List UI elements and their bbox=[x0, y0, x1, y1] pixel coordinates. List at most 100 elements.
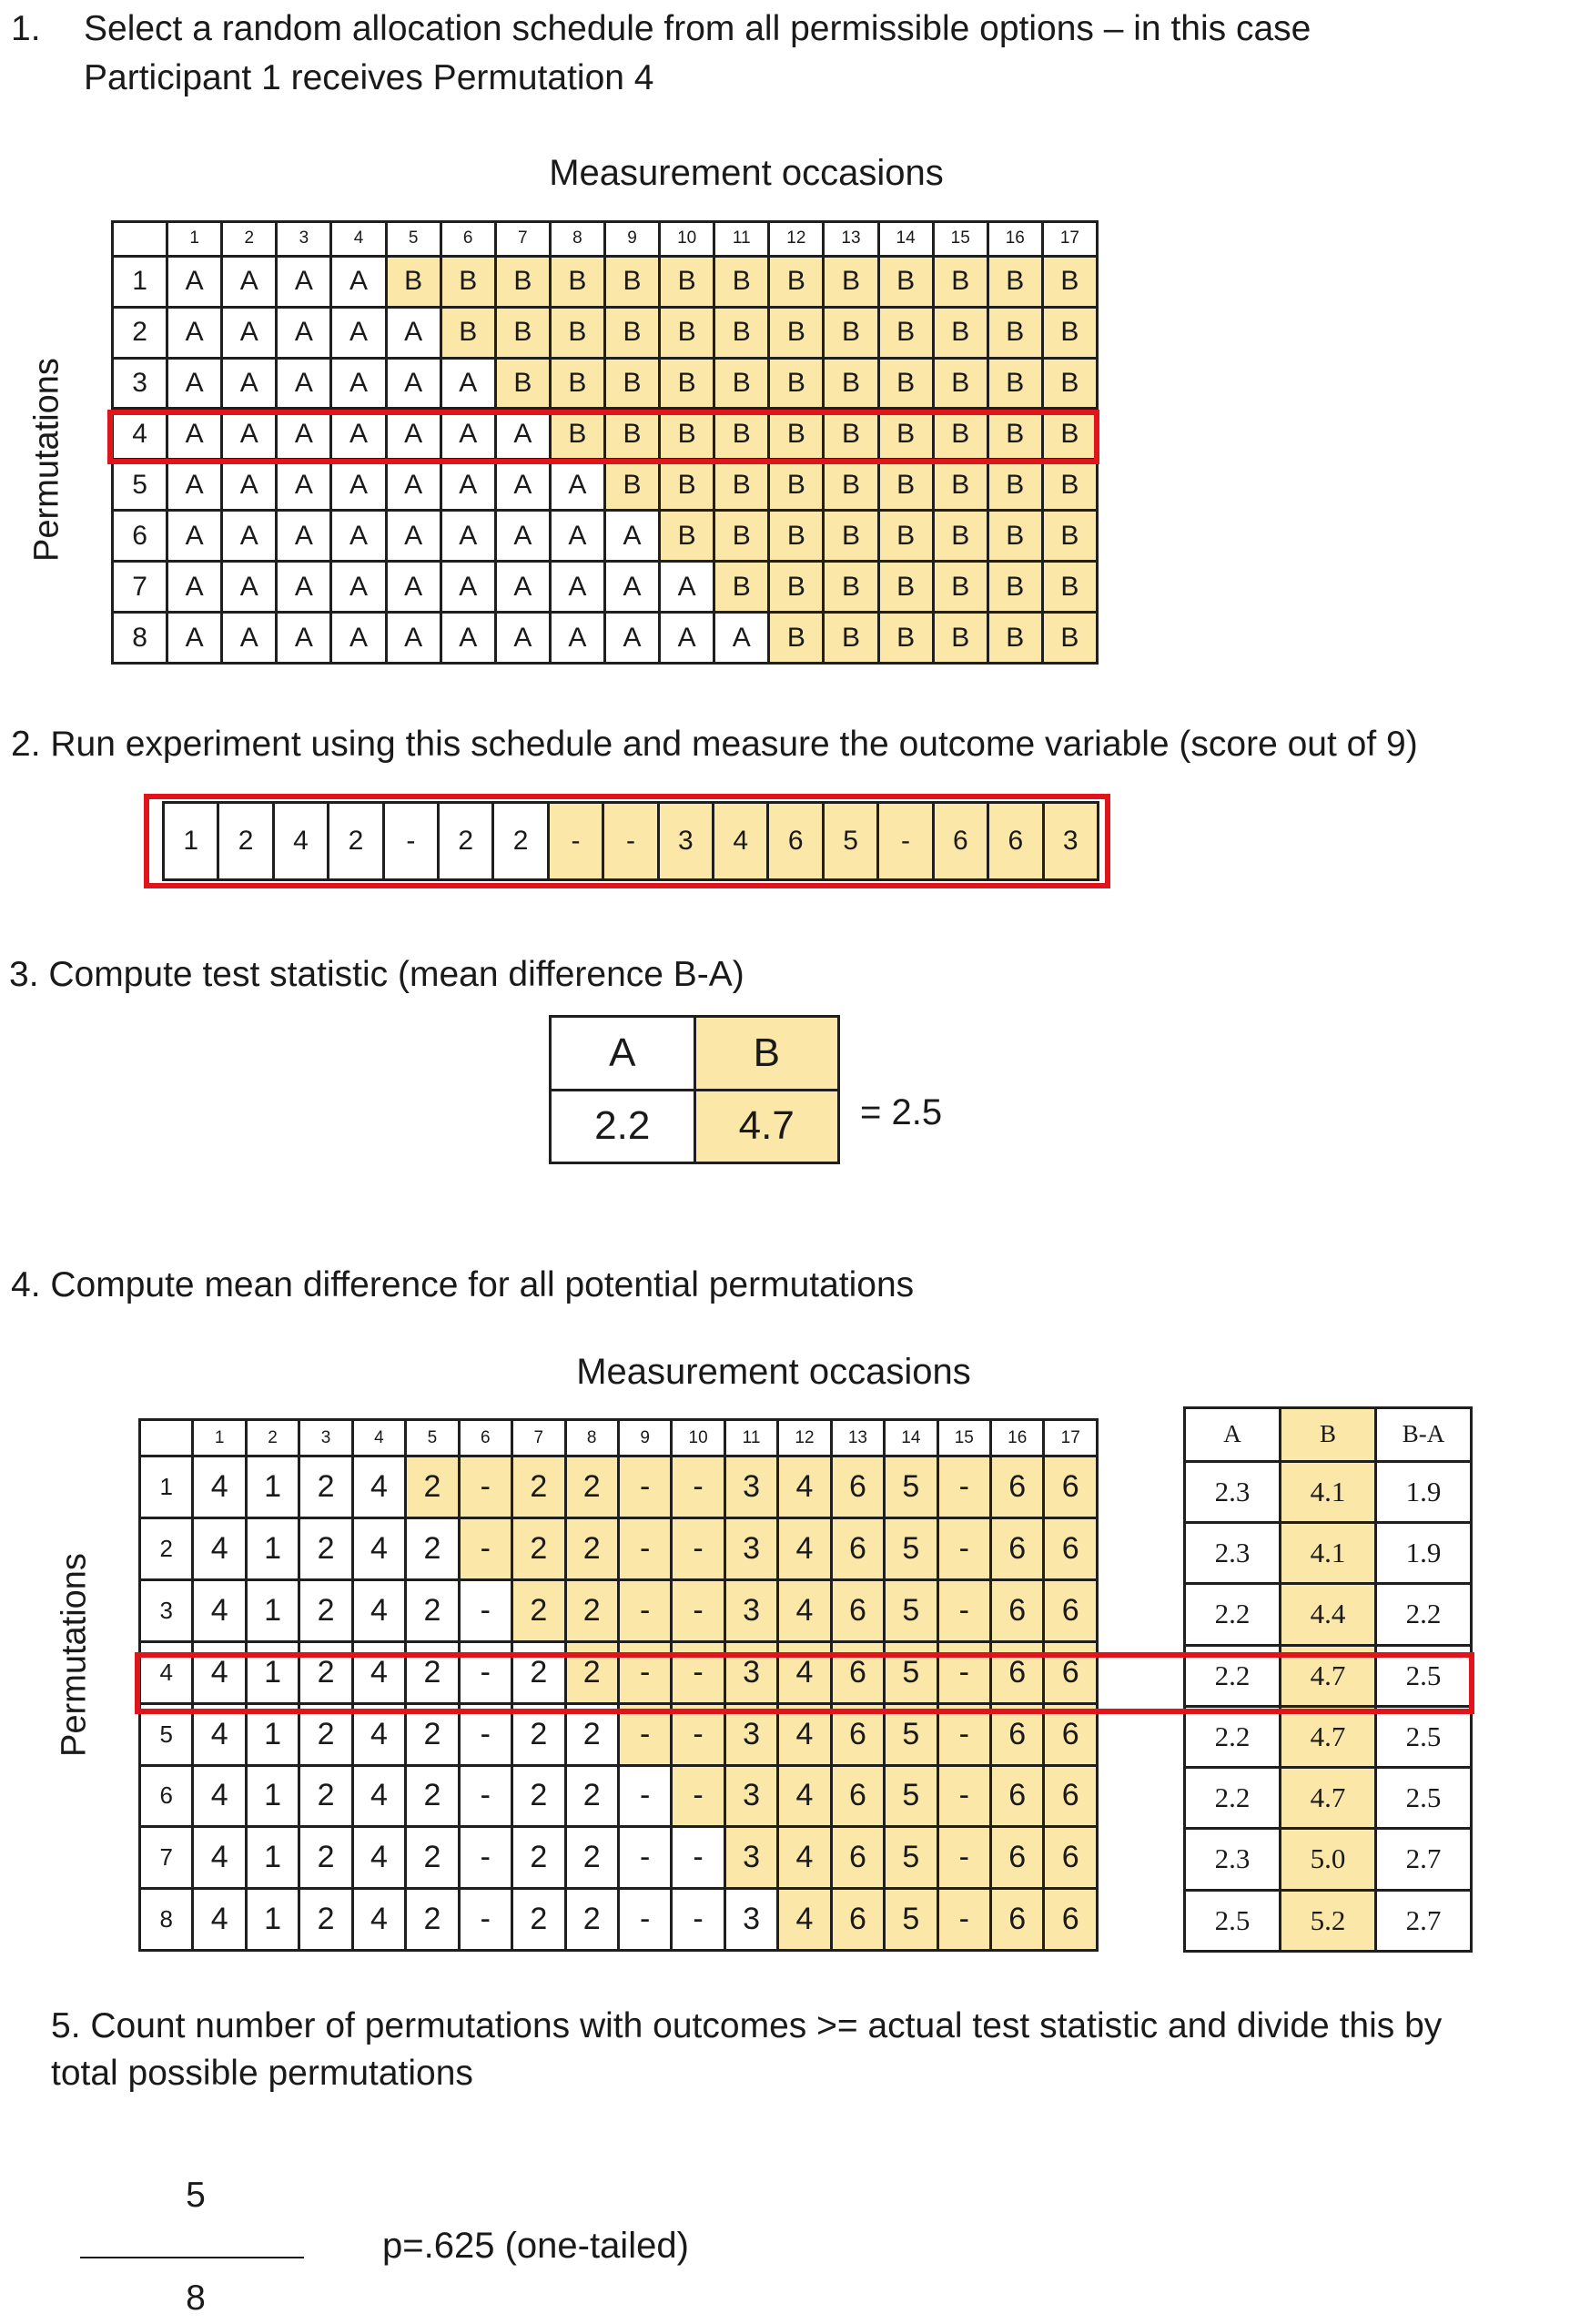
condition-b-cell: B bbox=[493, 356, 552, 411]
score-cell: 6 bbox=[1042, 1887, 1099, 1952]
score-cell: 3 bbox=[723, 1578, 780, 1643]
score-cell: 2 bbox=[404, 1517, 461, 1582]
result-cell: 4.7 bbox=[1279, 1766, 1377, 1831]
score-cell: 4 bbox=[191, 1639, 248, 1705]
condition-a-cell: A bbox=[603, 560, 662, 614]
score-cell: - bbox=[936, 1887, 993, 1952]
condition-a-cell: A bbox=[548, 611, 606, 665]
p-numerator: 5 bbox=[186, 2176, 206, 2215]
score-cell: - bbox=[616, 1639, 673, 1705]
score-cell: - bbox=[616, 1825, 673, 1891]
result-cell: 1.9 bbox=[1374, 1520, 1473, 1586]
mean-b-value: 4.7 bbox=[693, 1088, 840, 1164]
condition-b-cell: B bbox=[986, 560, 1044, 614]
score-cell: - bbox=[457, 1455, 514, 1520]
score-cell: 2 bbox=[511, 1825, 567, 1891]
condition-b-cell: B bbox=[931, 458, 989, 512]
score-cell: 5 bbox=[883, 1763, 939, 1829]
condition-a-cell: A bbox=[329, 254, 388, 309]
condition-a-cell: A bbox=[439, 509, 497, 563]
condition-a-cell: A bbox=[384, 458, 442, 512]
result-cell: 2.2 bbox=[1183, 1766, 1281, 1831]
score-cell: 4 bbox=[350, 1825, 408, 1891]
corner-cell bbox=[137, 1417, 195, 1458]
condition-b-cell: B bbox=[603, 356, 662, 411]
score-cell: - bbox=[670, 1887, 726, 1952]
score-cell: 6 bbox=[988, 1578, 1046, 1643]
condition-b-cell: B bbox=[713, 509, 771, 563]
condition-b-cell: B bbox=[493, 254, 552, 309]
score-cell: 6 bbox=[1042, 1825, 1099, 1891]
permutation-label: 1 bbox=[110, 254, 169, 309]
condition-a-cell: A bbox=[439, 407, 497, 462]
score-cell: - bbox=[670, 1455, 726, 1520]
score-cell: - bbox=[876, 801, 935, 881]
condition-b-cell: B bbox=[1040, 560, 1099, 614]
condition-b-cell: B bbox=[822, 254, 880, 309]
condition-a-cell: A bbox=[166, 611, 224, 665]
score-cell: 4 bbox=[350, 1578, 408, 1643]
score-cell: 2 bbox=[563, 1517, 620, 1582]
score-cell: 1 bbox=[244, 1825, 301, 1891]
score-cell: 2 bbox=[437, 801, 495, 881]
score-cell: 1 bbox=[161, 801, 220, 881]
score-cell: 6 bbox=[829, 1517, 886, 1582]
result-cell: 2.3 bbox=[1183, 1520, 1281, 1586]
condition-b-cell: B bbox=[603, 458, 662, 512]
condition-b-cell: B bbox=[767, 305, 825, 360]
condition-b-cell: B bbox=[767, 560, 825, 614]
condition-a-cell: A bbox=[658, 560, 716, 614]
occasion-header: 16 bbox=[986, 220, 1044, 258]
step-1-text: 1.Select a random allocation schedule fr… bbox=[11, 5, 1311, 53]
condition-a-cell: A bbox=[548, 509, 606, 563]
score-cell: 4 bbox=[350, 1887, 408, 1952]
score-cell: 6 bbox=[829, 1639, 886, 1705]
condition-b-cell: B bbox=[986, 458, 1044, 512]
score-cell: 2 bbox=[563, 1701, 620, 1767]
condition-a-cell: A bbox=[493, 509, 552, 563]
condition-a-cell: A bbox=[493, 560, 552, 614]
score-cell: 2 bbox=[511, 1887, 567, 1952]
score-cell: 3 bbox=[656, 801, 715, 881]
score-cell: 2 bbox=[298, 1455, 354, 1520]
condition-a-cell: A bbox=[603, 611, 662, 665]
condition-a-cell: A bbox=[166, 458, 224, 512]
test-statistic-result: = 2.5 bbox=[860, 1092, 943, 1132]
condition-b-cell: B bbox=[713, 458, 771, 512]
condition-a-cell: A bbox=[658, 611, 716, 665]
score-cell: 6 bbox=[829, 1887, 886, 1952]
condition-a-cell: A bbox=[713, 611, 771, 665]
occasion-header: 8 bbox=[548, 220, 606, 258]
condition-a-cell: A bbox=[548, 458, 606, 512]
condition-b-cell: B bbox=[822, 458, 880, 512]
condition-b-cell: B bbox=[658, 509, 716, 563]
condition-a-cell: A bbox=[493, 458, 552, 512]
condition-b-cell: B bbox=[1040, 305, 1099, 360]
step-4-text: 4. Compute mean difference for all poten… bbox=[11, 1265, 915, 1304]
condition-b-cell: B bbox=[548, 356, 606, 411]
score-cell: - bbox=[616, 1763, 673, 1829]
occasion-header: 14 bbox=[883, 1417, 939, 1458]
score-cell: 3 bbox=[723, 1887, 780, 1952]
score-cell: 6 bbox=[829, 1578, 886, 1643]
condition-a-cell: A bbox=[329, 407, 388, 462]
score-cell: 3 bbox=[1041, 801, 1099, 881]
condition-a-cell: A bbox=[220, 458, 279, 512]
score-cell: 4 bbox=[776, 1825, 833, 1891]
condition-b-cell: B bbox=[713, 305, 771, 360]
score-cell: 4 bbox=[776, 1578, 833, 1643]
condition-a-cell: A bbox=[275, 611, 333, 665]
condition-a-cell: A bbox=[493, 611, 552, 665]
corner-cell bbox=[110, 220, 169, 258]
score-cell: 6 bbox=[988, 1825, 1046, 1891]
condition-b-cell: B bbox=[548, 407, 606, 462]
